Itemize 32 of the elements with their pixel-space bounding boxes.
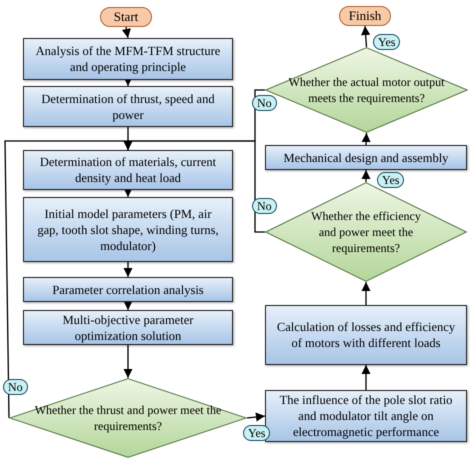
node-text: Whether the actual motor output meets the requirements? [288, 74, 446, 106]
terminal-pill: Finish [339, 6, 391, 26]
process-box: Determination of materials, current density and heat load [23, 150, 233, 190]
process-box: Multi-objective parameter optimization solution [23, 310, 233, 345]
node-text: Whether the thrust and power meet the requirements? [34, 402, 222, 434]
connector-arrow [361, 365, 371, 390]
edge-label: No [252, 198, 277, 214]
connector-arrow [123, 345, 133, 378]
process-box: Analysis of the MFM-TFM structure and operating principle [23, 38, 233, 80]
connector-arrow [362, 132, 371, 146]
edge-label: No [3, 379, 28, 395]
process-box: Calculation of losses and efficiency of motors with different loads [265, 305, 467, 365]
process-box: Initial model parameters (PM, air gap, tooth slot shape, winding turns, modulator) [23, 197, 233, 262]
edge-label: Yes [243, 425, 270, 441]
edge-label: No [252, 95, 277, 111]
connector-arrow [123, 262, 133, 277]
connector-arrow [361, 282, 371, 305]
connector-arrow [122, 26, 131, 38]
node-text: Whether the efficiency and power meet the requirements? [310, 208, 422, 256]
connector-arrow [123, 89, 265, 150]
connector-arrow [246, 412, 266, 422]
connector-arrow [361, 170, 371, 182]
connector-arrow [123, 188, 133, 197]
process-box: Mechanical design and assembly [265, 145, 467, 170]
terminal-pill: Start [100, 7, 152, 27]
process-box: The influence of the pole slot ratio and modulator tilt angle on electromagnetic performance [265, 390, 467, 442]
connector-arrow [123, 300, 133, 310]
process-box: Determination of thrust, speed and power [23, 86, 233, 127]
edge-label: Yes [373, 34, 400, 50]
edge-label: Yes [377, 172, 404, 188]
process-box: Parameter correlation analysis [23, 277, 233, 302]
connector-arrow [361, 26, 370, 48]
